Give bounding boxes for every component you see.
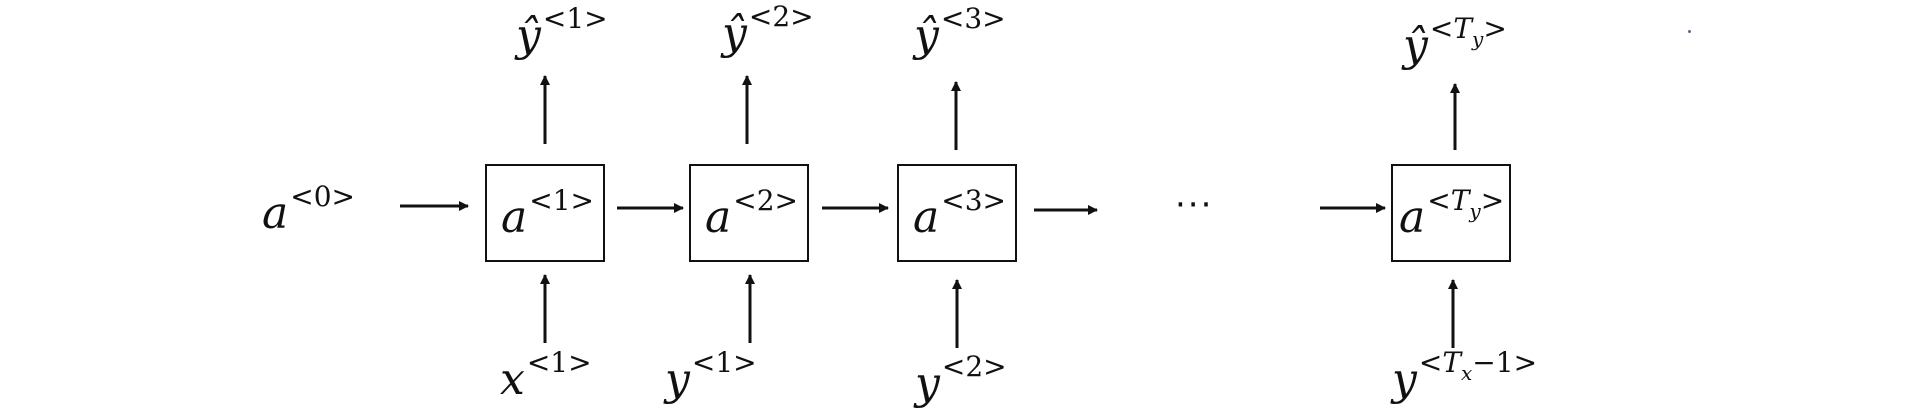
sequence-ellipsis: ··· <box>1175 185 1214 225</box>
final-cell-state-label: a<Ty> <box>1399 184 1505 243</box>
initial-state-label: a<0> <box>262 180 355 239</box>
output-label-1: ŷ<1> <box>516 2 608 61</box>
stray-dot <box>1688 30 1691 33</box>
output-label-3: ŷ<3> <box>914 2 1006 61</box>
cell-2-state-label: a<2> <box>705 184 798 243</box>
cell-3-state-label: a<3> <box>913 184 1006 243</box>
output-label-2: ŷ<2> <box>722 0 814 59</box>
input-label-final: y<Tx−1> <box>1392 346 1538 405</box>
output-label-final: ŷ<Ty> <box>1403 12 1507 71</box>
rnn-cell-2: a<2> <box>689 164 809 262</box>
input-label-1: x<1> <box>500 346 592 405</box>
input-label-3: y<2> <box>915 350 1007 409</box>
input-label-2: y<1> <box>665 346 757 405</box>
cell-1-state-label: a<1> <box>501 184 594 243</box>
rnn-cell-3: a<3> <box>897 164 1017 262</box>
rnn-cell-final: a<Ty> <box>1391 164 1511 262</box>
rnn-cell-1: a<1> <box>485 164 605 262</box>
